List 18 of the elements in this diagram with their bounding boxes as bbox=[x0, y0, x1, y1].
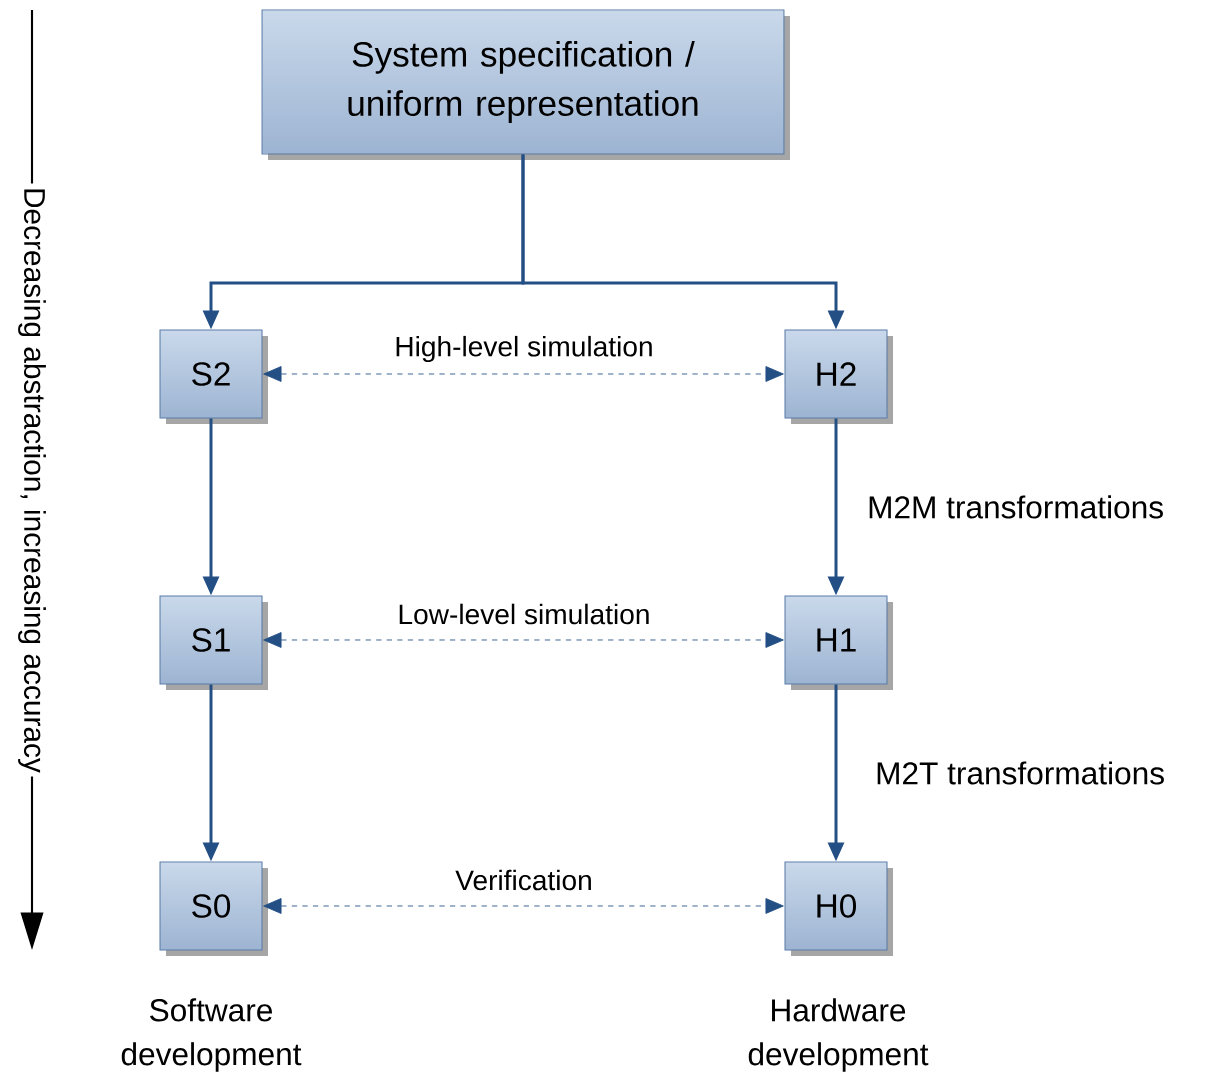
edge-label: High-level simulation bbox=[392, 334, 656, 364]
axis-label: Decreasing abstraction, increasing accuracy bbox=[14, 183, 50, 777]
edge-label: Verification bbox=[453, 867, 595, 893]
process-box: S0 bbox=[159, 861, 268, 956]
edge-label: M2M transformations bbox=[865, 493, 1166, 521]
column-label: Hardware development bbox=[748, 998, 929, 1072]
process-box: S2 bbox=[159, 329, 268, 424]
process-box: System specification / uniform representation bbox=[261, 9, 790, 160]
edge-label: Low-level simulation bbox=[395, 601, 653, 627]
process-box: H1 bbox=[784, 595, 893, 690]
column-label: Software development bbox=[121, 998, 302, 1072]
arrow bbox=[263, 898, 784, 914]
edge-label: M2T transformations bbox=[873, 759, 1167, 787]
process-box: S1 bbox=[159, 595, 268, 690]
process-box: H2 bbox=[784, 329, 893, 424]
arrow bbox=[263, 366, 784, 382]
process-box: H0 bbox=[784, 861, 893, 956]
arrow bbox=[263, 632, 784, 648]
